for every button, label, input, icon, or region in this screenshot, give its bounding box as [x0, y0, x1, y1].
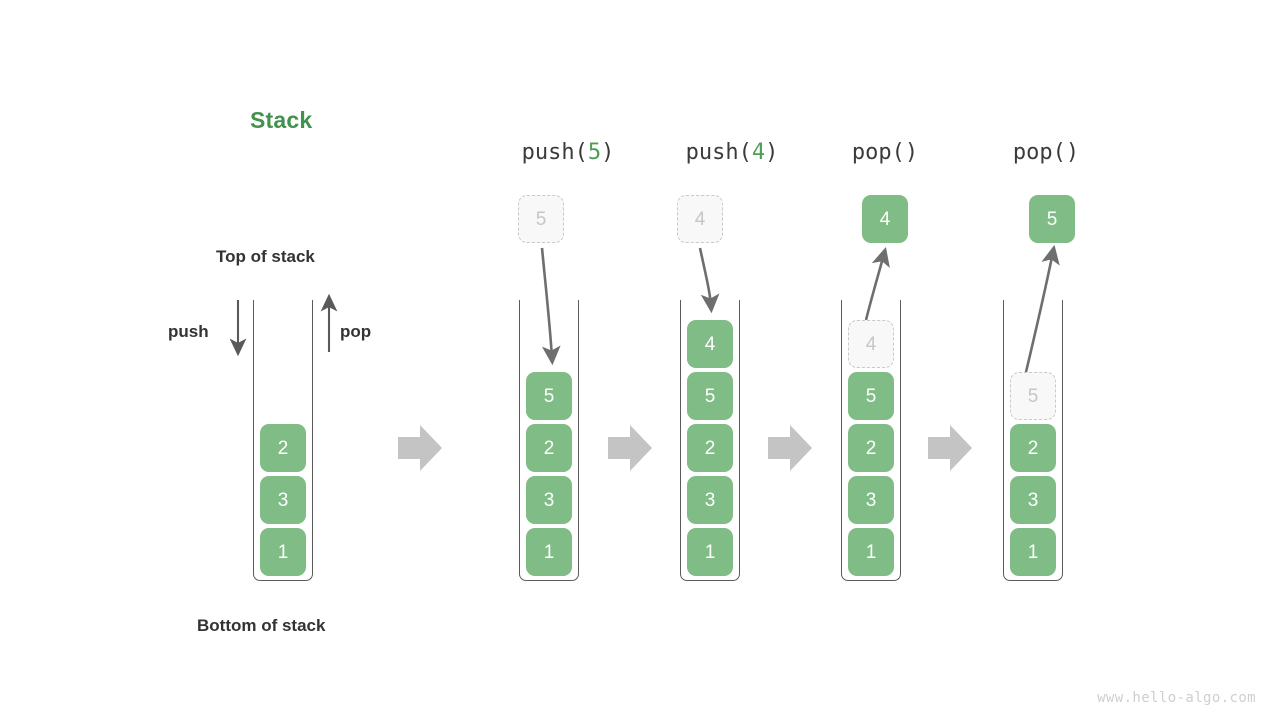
incoming-element-ghost: 4 — [677, 195, 723, 243]
stack-cell: 1 — [687, 528, 733, 576]
stack-cell: 1 — [848, 528, 894, 576]
watermark: www.hello-algo.com — [1097, 690, 1256, 706]
stack-cell: 3 — [848, 476, 894, 524]
popped-element: 5 — [1029, 195, 1075, 243]
top-of-stack-label: Top of stack — [216, 247, 315, 266]
op-header-pop-2: pop() — [1012, 140, 1080, 165]
stack-tube-pop-2 — [1003, 300, 1063, 581]
stack-cell: 5 — [848, 372, 894, 420]
op-header-push-4-close: ) — [765, 140, 779, 165]
stack-cell: 5 — [526, 372, 572, 420]
stack-cell: 4 — [687, 320, 733, 368]
op-header-push-5-arg: 5 — [587, 140, 602, 165]
bottom-of-stack-label: Bottom of stack — [197, 616, 326, 635]
popped-element: 4 — [862, 195, 908, 243]
stack-cell: 3 — [1010, 476, 1056, 524]
stack-cell: 2 — [848, 424, 894, 472]
stack-cell: 1 — [526, 528, 572, 576]
stack-tube-pop-1 — [841, 300, 901, 581]
motion-arrow-push-4 — [698, 247, 720, 314]
transition-arrow-2 — [608, 425, 652, 471]
stack-cell: 2 — [260, 424, 306, 472]
stack-cell: 2 — [687, 424, 733, 472]
stack-cell: 2 — [1010, 424, 1056, 472]
op-header-push-4-arg: 4 — [751, 140, 766, 165]
transition-arrow-1 — [398, 425, 442, 471]
op-header-push-5-name: push( — [521, 140, 588, 165]
stack-cell: 3 — [526, 476, 572, 524]
stack-cell: 3 — [687, 476, 733, 524]
stack-tube-push-4 — [680, 300, 740, 581]
stack-tube-initial — [253, 300, 313, 581]
incoming-element-ghost: 5 — [518, 195, 564, 243]
stack-cell: 2 — [526, 424, 572, 472]
vacated-slot-ghost: 5 — [1010, 372, 1056, 420]
op-header-pop-1: pop() — [851, 140, 919, 165]
transition-arrow-3 — [768, 425, 812, 471]
stack-cell: 3 — [260, 476, 306, 524]
push-label: push — [168, 322, 209, 341]
pop-label: pop — [340, 322, 372, 341]
op-header-push-4: push(4) — [686, 140, 779, 165]
transition-arrow-4 — [928, 425, 972, 471]
page-title: Stack — [250, 107, 313, 133]
stack-cell: 1 — [260, 528, 306, 576]
op-header-push-5-close: ) — [601, 140, 615, 165]
op-header-push-4-name: push( — [685, 140, 752, 165]
stack-cell: 1 — [1010, 528, 1056, 576]
vacated-slot-ghost: 4 — [848, 320, 894, 368]
stack-tube-push-5 — [519, 300, 579, 581]
op-header-push-5: push(5) — [522, 140, 615, 165]
stack-cell: 5 — [687, 372, 733, 420]
